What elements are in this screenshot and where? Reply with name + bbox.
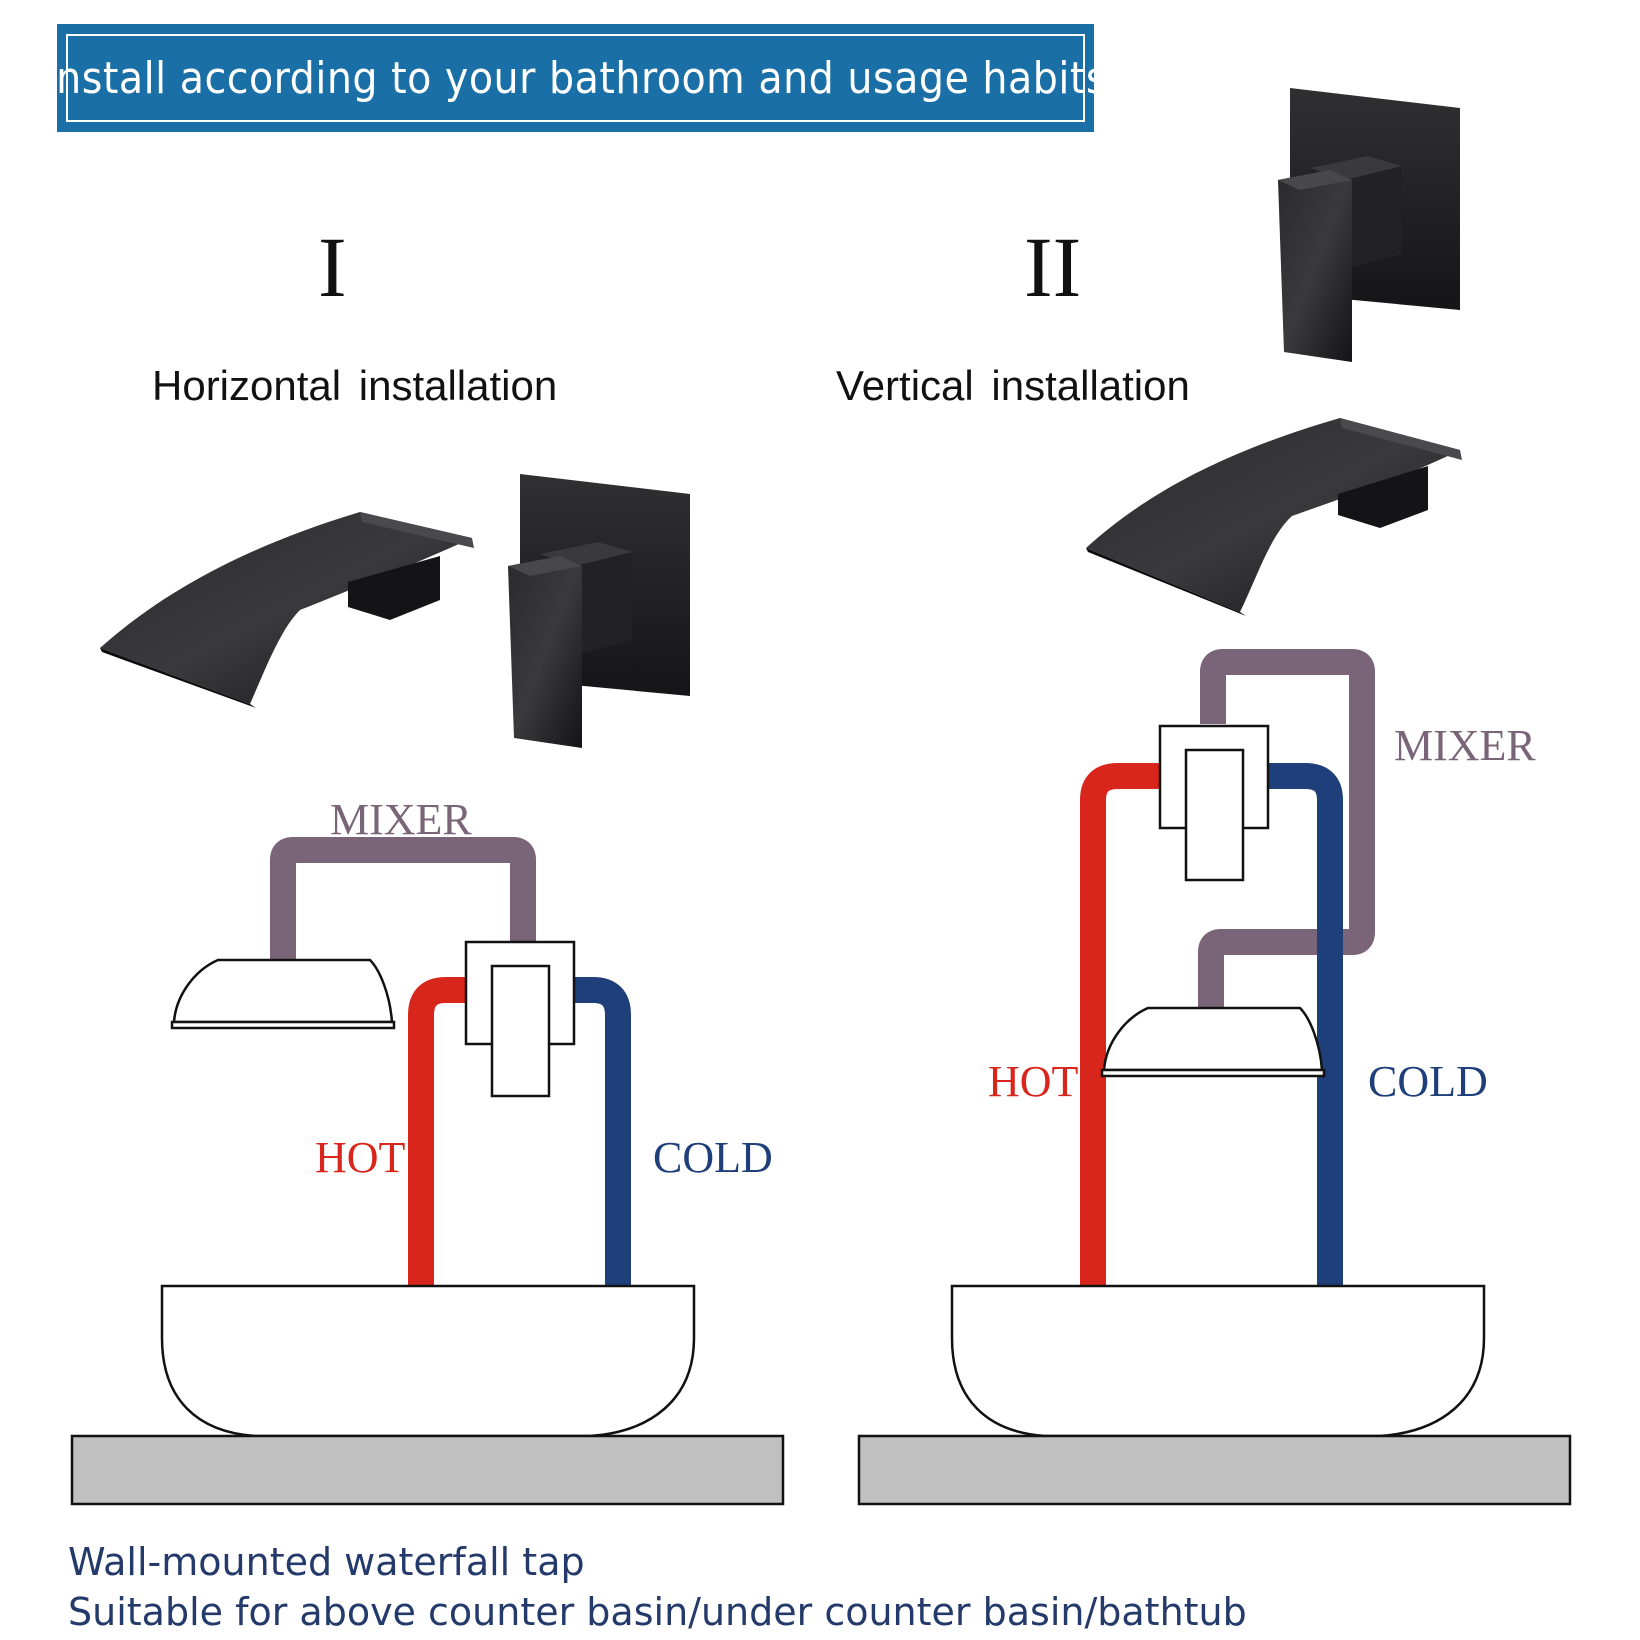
mixer-valve-left [508,474,690,748]
numeral-one: I [318,219,347,315]
waterfall-spout-right [1086,418,1462,616]
basin-right [950,1284,1486,1438]
cold-pipe-right [1265,763,1343,1285]
banner-title: Install according to your bathroom and u… [43,52,1108,104]
mixer-pipe-left [270,837,536,962]
title-banner-frame: Install according to your bathroom and u… [44,34,1107,122]
numeral-two: II [1024,219,1082,315]
waterfall-spout-left [100,512,474,708]
spout-lip-left [170,1020,396,1030]
schematic-horizontal [70,837,785,1506]
valve-handle-left [490,964,551,1098]
mixer-label-right: MIXER [1394,721,1536,770]
mixer-valve-right [1278,88,1460,362]
hot-pipe-left [408,977,470,1285]
schematic-vertical [857,649,1572,1506]
counter-right [857,1434,1572,1506]
spout-lip-right [1100,1068,1326,1078]
cold-label-right: COLD [1368,1057,1488,1106]
valve-handle-right [1184,748,1245,882]
mixer-label-left: MIXER [330,795,472,844]
hot-label-left: HOT [315,1133,406,1182]
heading-horizontal: Horizontal installation [152,362,558,409]
hot-pipe-right [1080,763,1164,1285]
heading-vertical: Vertical installation [836,362,1190,409]
cold-label-left: COLD [653,1133,773,1182]
spout-outline-left [172,958,394,1024]
footer-line-2: Suitable for above counter basin/under c… [68,1590,1247,1634]
footer-line-1: Wall-mounted waterfall tap [68,1540,585,1584]
spout-outline-right [1102,1006,1324,1072]
mixer-pipe-right [1198,649,1375,1014]
basin-left [160,1284,696,1438]
counter-left [70,1434,785,1506]
cold-pipe-left [570,977,631,1285]
hot-label-right: HOT [988,1057,1079,1106]
title-banner: Install according to your bathroom and u… [44,24,1107,132]
